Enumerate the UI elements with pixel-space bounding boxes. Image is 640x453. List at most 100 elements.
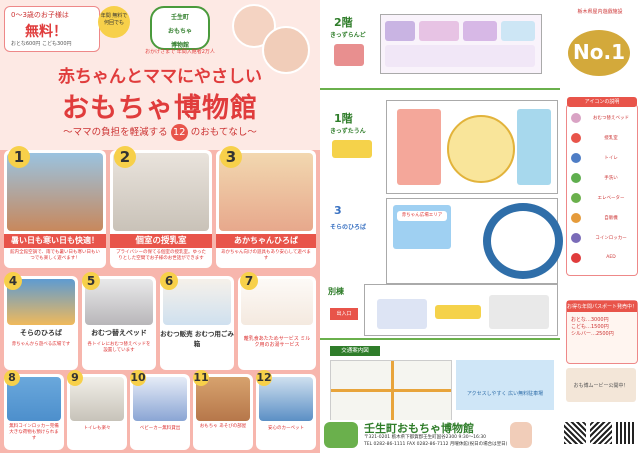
feature-card-2: 個室の授乳室 プライバシーの保てる個室の授乳室。ゆったりとした空間でお子様のお世… <box>110 150 212 268</box>
feature-number-5: 5 <box>82 272 100 290</box>
map-room <box>517 109 551 185</box>
feature-number-1: 1 <box>8 146 30 168</box>
floor-1-number: 1階 <box>334 112 353 125</box>
feature-card-10: ベビーカー無料貸出 <box>130 374 190 450</box>
map-room <box>501 21 535 41</box>
area-label: 赤ちゃん広場エリア <box>397 211 447 221</box>
legend-item: コインロッカー <box>595 236 627 241</box>
footer-address: 〒321-0201 栃木県下都賀郡壬生町国谷2300 9:30〜16:30 <box>364 435 487 440</box>
floor-2-name: きっずらんど <box>330 32 366 39</box>
feature-number-8: 8 <box>4 370 20 386</box>
admission-prices: おとな600円 こども300円 <box>11 41 72 47</box>
feature-number-4: 4 <box>4 272 22 290</box>
footer-tel: TEL 0282-86-1111 FAX 0282-86-7112 月曜休館(祝… <box>364 442 508 447</box>
feature-desc-9: トイレも楽々 <box>83 426 111 431</box>
handwash-icon <box>571 173 581 183</box>
annex-name: 別棟 <box>328 287 344 296</box>
parking-note: アクセスしやすく 広い無料駐車場 <box>466 391 544 397</box>
feature-number-3: 3 <box>220 146 242 168</box>
toilet-icon <box>571 153 581 163</box>
nursing-room-icon <box>571 133 581 143</box>
divider <box>320 88 560 90</box>
free-admission-main: 無料！ <box>25 24 67 40</box>
vending-machine-icon <box>571 213 581 223</box>
annual-free-badge: 年間 無料で 何回でも <box>98 6 130 38</box>
feature-card-11: おもちゃ あそびの部屋 <box>193 374 253 450</box>
feature-card-6: おむつ販売 おむつ用ごみ箱 <box>160 276 234 370</box>
feature-number-10: 10 <box>130 370 146 386</box>
legend-item: トイレ <box>604 156 618 161</box>
qr-code-icon[interactable] <box>564 422 586 444</box>
feature-desc-12: 安心のカーペット <box>268 426 304 431</box>
floor-3-map: 赤ちゃん広場エリア <box>386 198 563 284</box>
tagline-number: 12 <box>170 124 188 141</box>
feature-desc-10: ベビーカー無料貸出 <box>139 426 181 431</box>
access-area: 交通案内図 アクセスしやすく 広い無料駐車場 <box>320 338 560 426</box>
map-room <box>435 305 481 319</box>
feature-caption-4: そらのひろば <box>20 329 62 337</box>
movie-text: おも博ムービー公開中！ <box>573 383 629 389</box>
qr-code-icon[interactable] <box>616 422 636 444</box>
legend-item: エレベーター <box>597 196 625 201</box>
feature-caption-1: 暑い日も寒い日も快適！ <box>4 234 106 248</box>
legend-item: おむつ替えベッド <box>593 116 629 121</box>
floor-3-name: そらのひろば <box>330 224 367 231</box>
free-admission-badge: 0〜3歳のお子様は 無料！ おとな600円 こども300円 <box>4 6 100 52</box>
feature-desc-3: あかちゃん向けの遊具もあり安心して遊べます <box>221 250 311 261</box>
tagline-pre: 〜ママの負担を軽減する <box>63 127 168 138</box>
passport-adult-price: おとな…3000円 <box>571 317 609 323</box>
feature-card-4: そらのひろば 赤ちゃんから遊べる広場です <box>4 276 78 370</box>
road <box>391 361 394 421</box>
movie-banner[interactable]: おも博ムービー公開中！ <box>566 368 636 402</box>
legend-item: 手洗い <box>604 176 618 181</box>
annex-map <box>364 284 558 336</box>
floor-2-map <box>380 14 542 74</box>
floor-1-name: きっずたうん <box>330 128 366 135</box>
feature-desc-4: 赤ちゃんから遊べる広場です <box>11 342 71 347</box>
ranking-medal: No.1 <box>568 30 630 76</box>
icon-legend: アイコンの説明 おむつ替えベッド 授乳室 トイレ 手洗い エレベーター 自販機 … <box>566 97 638 276</box>
map-room <box>483 203 563 279</box>
feature-number-12: 12 <box>256 370 272 386</box>
page-title: おもちゃ博物館 <box>62 93 258 124</box>
footer-museum-name: 壬生町おもちゃ博物館 <box>364 422 474 435</box>
legend-title: アイコンの説明 <box>567 97 637 107</box>
map-room <box>377 299 427 329</box>
right-page: 2階 きっずらんど 1階 きっずたうん 3 そらのひろば 赤ちゃん広場エリア 別… <box>320 0 640 453</box>
logo-line-2: おもちゃ <box>167 28 192 35</box>
museum-logo: 壬生町 おもちゃ 博物館 <box>150 6 210 50</box>
map-room <box>447 115 515 183</box>
ranking-number: No.1 <box>573 40 625 64</box>
tagline-post: のおもてなし〜 <box>190 127 257 138</box>
passport-child-price: こども…1500円 <box>571 324 609 330</box>
map-room <box>419 21 459 41</box>
annual-passport: お得な年間パスポート発売中！ おとな…3000円 こども…1500円 シルバー…… <box>566 300 638 364</box>
page-subtitle: 赤ちゃんとママにやさしい <box>58 67 262 87</box>
feature-number-9: 9 <box>67 370 83 386</box>
logo-line-3: 博物館 <box>170 42 189 49</box>
map-room <box>489 295 549 329</box>
passport-senior-price: シルバー…2500円 <box>571 331 614 337</box>
legend-item: 授乳室 <box>604 136 618 141</box>
tagline: 〜ママの負担を軽減する 12 のおもてなし〜 <box>0 124 320 141</box>
map-room <box>463 21 497 41</box>
entrance-label: 出入口 <box>330 308 358 320</box>
aed-icon <box>571 253 581 263</box>
castle-illustration <box>334 44 364 66</box>
feature-desc-1: 館内全館空調で、雨でも暑い日も寒い日もいつでも楽しく遊べます！ <box>10 250 100 261</box>
feature-card-5: おむつ替えベッド 各トイレにおむつ替えベッドを設置しています <box>82 276 156 370</box>
free-admission-pre: 0〜3歳のお子様は <box>11 11 69 19</box>
access-title: 交通案内図 <box>330 346 380 356</box>
parking-photo: アクセスしやすく 広い無料駐車場 <box>456 360 554 410</box>
diaper-bed-icon <box>571 113 581 123</box>
footer-logo <box>324 422 358 448</box>
visitor-count-text: おかげさまで 年間入館者2万人 <box>145 49 215 55</box>
feature-card-1: 暑い日も寒い日も快適！ 館内全館空調で、雨でも暑い日も寒い日もいつでも楽しく遊べ… <box>4 150 106 268</box>
baby-photo <box>262 26 310 74</box>
feature-caption-6: おむつ販売 おむつ用ごみ箱 <box>160 330 234 348</box>
logo-line-1: 壬生町 <box>170 14 189 21</box>
feature-desc-8: 無料コインロッカー完備 大きな荷物も預けられます <box>9 424 59 441</box>
qr-code-icon[interactable] <box>590 422 612 444</box>
floor-1-map <box>386 100 558 194</box>
feature-number-7: 7 <box>240 272 258 290</box>
